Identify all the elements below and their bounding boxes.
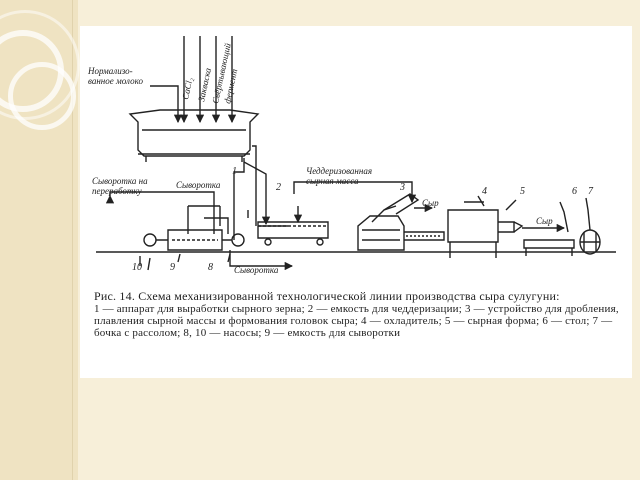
callout-8: 8 — [208, 262, 213, 273]
grain-apparatus — [128, 109, 260, 157]
stripe-divider — [72, 0, 73, 480]
pump-10 — [143, 233, 157, 247]
device-3-chute — [383, 193, 420, 215]
label-whey-processing-2: переработку — [92, 186, 142, 196]
callout-2: 2 — [276, 182, 281, 193]
label-milk-1: Нормализо- — [87, 66, 133, 76]
callout-5: 5 — [520, 186, 525, 197]
figure-caption: Рис. 14. Схема механизированной технолог… — [94, 290, 624, 339]
melting-forming-device — [357, 215, 405, 251]
to-vessel-2 — [243, 161, 271, 226]
label-whey-top: Сыворотка — [176, 180, 221, 190]
label-milk-2: ванное молоко — [88, 76, 143, 86]
milk-pipe — [150, 85, 183, 124]
label-cheddared-1: Чеддеризованная — [306, 166, 372, 176]
cheddaring-vessel — [257, 221, 329, 239]
callout-4: 4 — [482, 186, 487, 197]
whey-to-processing-line — [105, 191, 215, 234]
callout-1: 1 — [232, 166, 237, 177]
callout-9: 9 — [170, 262, 175, 273]
callout-3: 3 — [399, 182, 405, 193]
label-cheese-1: Сыр — [422, 198, 439, 208]
label-cheese-2: Сыр — [536, 216, 553, 226]
callout-6: 6 — [572, 186, 577, 197]
label-whey-processing-1: Сыворотка на — [92, 176, 148, 186]
caption-legend: 1 — аппарат для выработки сырного зерна;… — [94, 303, 619, 339]
caption-title: Рис. 14. Схема механизированной технолог… — [94, 289, 560, 303]
label-cheddared-2: сырная масса — [306, 176, 359, 186]
decor-ring — [8, 62, 76, 130]
callout-10: 10 — [132, 262, 142, 273]
cheese-form — [513, 221, 524, 233]
label-whey-bottom: Сыворотка — [234, 265, 279, 275]
table — [523, 239, 575, 249]
cooler — [447, 209, 499, 243]
label-cacl2: CaCl₂ — [180, 77, 194, 101]
cheddared-mass-line — [293, 181, 417, 204]
whey-tank — [167, 229, 223, 251]
callout-7: 7 — [588, 186, 594, 197]
figure-sheet: Нормализо- ванное молоко CaCl₂ Закваска … — [80, 26, 632, 378]
whey-outlet — [233, 158, 245, 240]
process-diagram: Нормализо- ванное молоко CaCl₂ Закваска … — [87, 36, 616, 275]
